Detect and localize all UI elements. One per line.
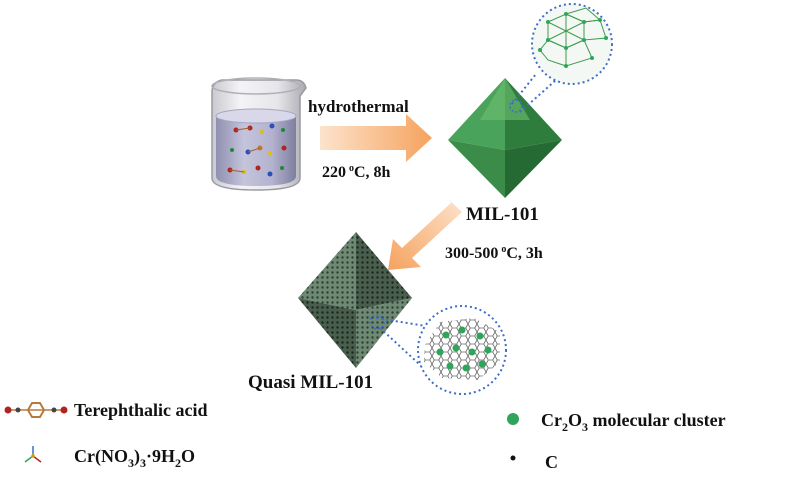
carbon-lattice (424, 318, 500, 380)
cr-nitrate-icon (24, 446, 42, 463)
carbon-icon (510, 455, 516, 461)
beaker (211, 77, 307, 191)
quasi-mil-101-label: Quasi MIL-101 (248, 372, 373, 393)
calcination-arrow (388, 198, 462, 270)
cr2o3-cluster-icon (507, 413, 519, 425)
terephthalic-acid-icon (4, 402, 68, 418)
mil-101-zoom (509, 3, 613, 113)
quasi-mil-101-zoom (369, 305, 507, 395)
step1-top-label: hydrothermal (308, 97, 409, 116)
mil-101-octahedron (448, 78, 562, 198)
legend-cr2o3-cluster: Cr2O3 molecular cluster (541, 410, 726, 434)
legend-terephthalic-acid: Terephthalic acid (74, 400, 208, 420)
beaker-molecules (227, 123, 287, 177)
legend: Terephthalic acid Cr(NO3)3·9H2O Cr2O3 mo… (4, 400, 726, 472)
legend-carbon: C (545, 452, 558, 472)
legend-cr-nitrate: Cr(NO3)3·9H2O (74, 446, 195, 470)
mil-101-label: MIL-101 (466, 204, 539, 225)
hydrothermal-arrow (320, 114, 432, 162)
